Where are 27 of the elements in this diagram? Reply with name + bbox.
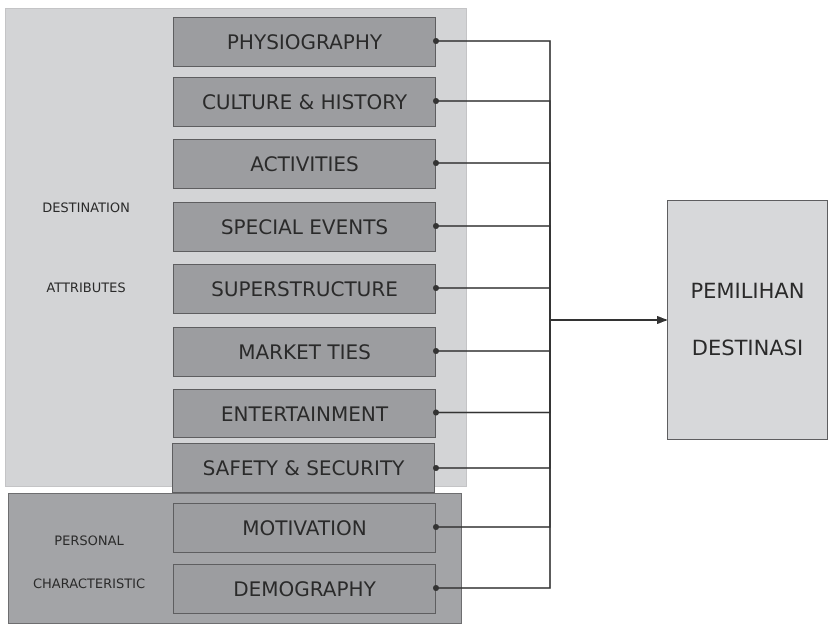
factor-box [173, 202, 436, 252]
factor-label: SAFETY & SECURITY [202, 455, 406, 482]
group-label: PERSONAL CHARACTERISTIC [32, 533, 146, 594]
factor-label: MOTIVATION [241, 515, 368, 542]
factor-box [173, 139, 436, 189]
factor-box [172, 443, 435, 493]
outcome-box [667, 200, 828, 440]
factor-box [173, 503, 436, 553]
factor-label: ENTERTAINMENT [220, 401, 390, 428]
factor-label: DEMOGRAPHY [232, 576, 377, 603]
factor-box [173, 17, 436, 67]
factor-label: ACTIVITIES [249, 151, 360, 178]
factor-box [173, 327, 436, 377]
factor-box [173, 264, 436, 314]
group-panel [5, 8, 467, 487]
group-panel [8, 493, 462, 624]
factor-box [173, 77, 436, 127]
group-label: DESTINATION ATTRIBUTES [41, 200, 131, 298]
factor-box [173, 389, 436, 438]
factor-label: MARKET TIES [237, 339, 372, 366]
outcome-label: PEMILIHAN DESTINASI [689, 278, 806, 362]
factor-label: SUPERSTRUCTURE [210, 276, 399, 303]
factor-label: PHYSIOGRAPHY [226, 29, 384, 56]
factor-box [173, 564, 436, 614]
factor-label: SPECIAL EVENTS [220, 214, 390, 241]
connector-arrow [433, 316, 667, 591]
factor-label: CULTURE & HISTORY [200, 89, 408, 116]
